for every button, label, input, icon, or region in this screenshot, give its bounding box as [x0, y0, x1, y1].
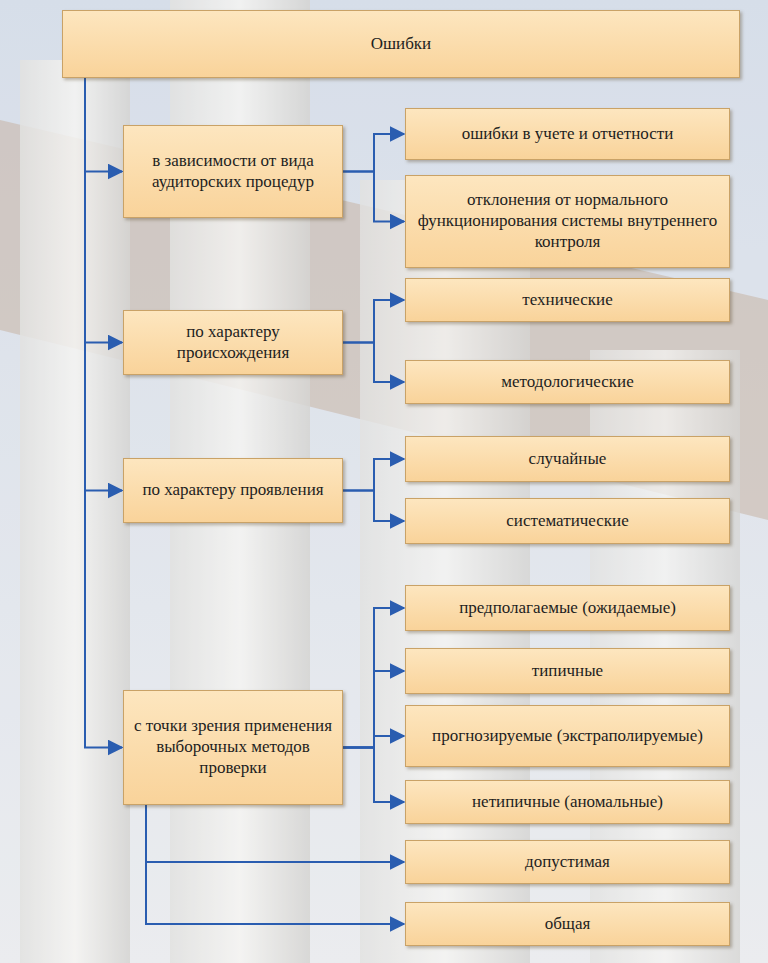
category-box: ошибки в учете и отчетности — [405, 108, 730, 160]
category-box: с точки зрения применения выборочных мет… — [123, 690, 343, 805]
category-box: допустимая — [405, 840, 730, 884]
box-label: допустимая — [517, 848, 618, 877]
box-label: нетипичные (аномальные) — [464, 788, 671, 817]
connector-arrow — [343, 343, 404, 383]
box-label: общая — [537, 910, 599, 939]
box-label: ошибки в учете и отчетности — [454, 120, 682, 149]
connector-arrow — [343, 736, 404, 748]
box-label: систематические — [498, 507, 636, 536]
category-box: типичные — [405, 648, 730, 694]
box-label: отклонения от нормального функционирован… — [406, 186, 729, 256]
box-label: технические — [514, 286, 620, 315]
connector-arrow — [146, 805, 404, 862]
connector-arrow — [146, 805, 404, 924]
box-label: Ошибки — [363, 30, 439, 59]
box-label: в зависимости от вида аудиторских процед… — [124, 147, 342, 196]
connector-arrow — [85, 78, 122, 172]
box-label: типичные — [524, 657, 611, 686]
category-box: нетипичные (аномальные) — [405, 780, 730, 824]
connector-arrow — [85, 78, 122, 343]
category-box: по характеру происхождения — [123, 310, 343, 375]
category-box: отклонения от нормального функционирован… — [405, 175, 730, 268]
box-label: методологические — [493, 368, 641, 397]
connector-arrow — [343, 134, 404, 172]
box-label: предполагаемые (ожидаемые) — [451, 594, 684, 623]
connector-arrow — [343, 172, 404, 222]
connector-arrow — [343, 300, 404, 343]
box-label: случайные — [521, 445, 615, 474]
connector-arrow — [85, 78, 122, 491]
category-box: в зависимости от вида аудиторских процед… — [123, 125, 343, 218]
connector-arrow — [343, 491, 404, 522]
category-box: общая — [405, 902, 730, 946]
category-box: по характеру проявления — [123, 458, 343, 523]
connector-arrow — [85, 78, 122, 748]
box-label: по характеру происхождения — [124, 318, 342, 367]
category-box: случайные — [405, 436, 730, 482]
category-box: прогнозируемые (экстраполируемые) — [405, 705, 730, 767]
category-box: методологические — [405, 360, 730, 404]
root-box: Ошибки — [62, 10, 740, 78]
box-label: прогнозируемые (экстраполируемые) — [424, 722, 711, 751]
connector-arrow — [343, 748, 404, 803]
category-box: технические — [405, 278, 730, 322]
connector-arrow — [343, 608, 404, 748]
category-box: систематические — [405, 498, 730, 544]
connector-arrow — [343, 671, 404, 748]
box-label: по характеру проявления — [134, 476, 331, 505]
category-box: предполагаемые (ожидаемые) — [405, 585, 730, 631]
connector-arrow — [343, 459, 404, 491]
box-label: с точки зрения применения выборочных мет… — [124, 712, 342, 782]
